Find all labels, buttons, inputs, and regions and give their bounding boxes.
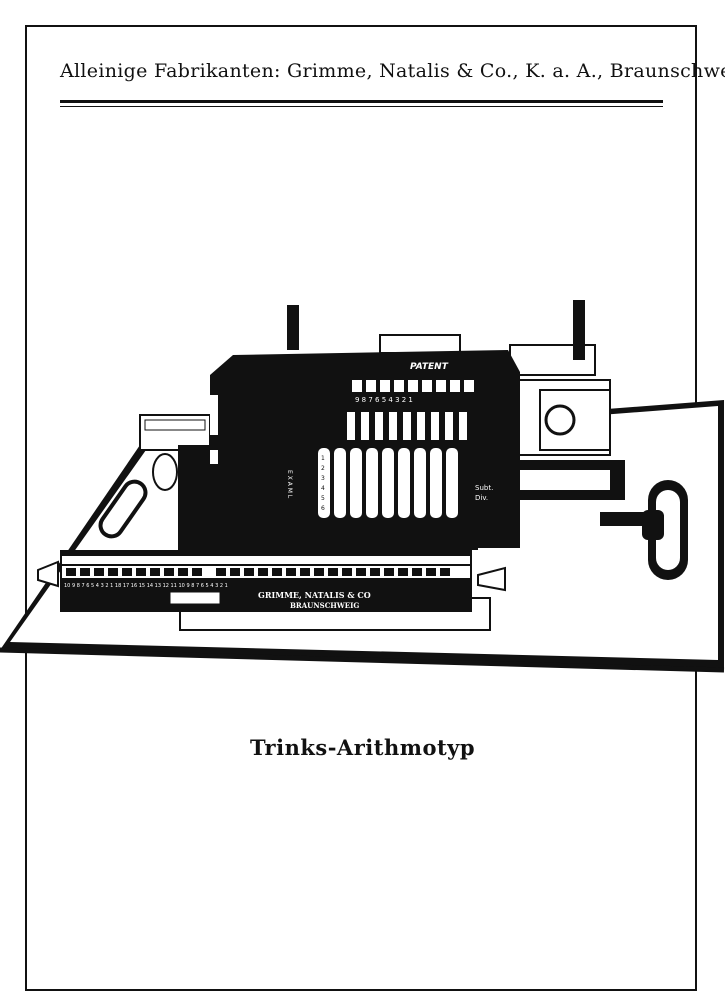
counter-digits: 9 8 7 6 5 4 3 2 1 <box>355 396 413 404</box>
manufacturer-header: Alleinige Fabrikanten: Grimme, Natalis &… <box>60 60 725 82</box>
left-slot <box>98 453 178 539</box>
wheel-digit: 3 <box>321 475 325 482</box>
patent-label: PATENT <box>410 362 449 372</box>
header-rule-thin <box>60 106 663 107</box>
digit-wheels <box>318 448 458 518</box>
machine-body: PATENT 9 8 7 6 5 4 3 2 1 <box>178 350 625 550</box>
wheel-digit: 4 <box>321 485 325 492</box>
wheel-digit: 2 <box>321 465 325 472</box>
crank-handle <box>600 480 688 580</box>
wheel-digit: 5 <box>321 495 325 502</box>
calculating-machine-illustration: PATENT 9 8 7 6 5 4 3 2 1 <box>0 300 725 673</box>
maker-plate-line1: GRIMME, NATALIS & CO <box>258 590 371 600</box>
wheel-digit: 6 <box>321 505 325 512</box>
machine-caption: Trinks-Arithmotyp <box>249 735 476 760</box>
div-label: Div. <box>475 494 488 502</box>
wheel-digit: 1 <box>321 455 325 462</box>
subt-label: Subt. <box>475 484 493 492</box>
carriage: 10 9 8 7 6 5 4 3 2 1 18 17 16 15 14 13 1… <box>37 550 506 631</box>
carriage-windows <box>66 568 450 576</box>
header-rule-thick <box>60 100 663 103</box>
maker-plate-line2: BRAUNSCHWEIG <box>290 601 359 610</box>
side-label: E X A M L <box>286 470 293 499</box>
wheel-digit-labels: 1 2 3 4 5 6 <box>321 455 325 512</box>
carriage-numbers: 10 9 8 7 6 5 4 3 2 1 18 17 16 15 14 13 1… <box>64 583 228 589</box>
counter-windows <box>352 380 474 392</box>
setting-levers <box>347 412 467 440</box>
rear-mechanism <box>139 300 611 456</box>
